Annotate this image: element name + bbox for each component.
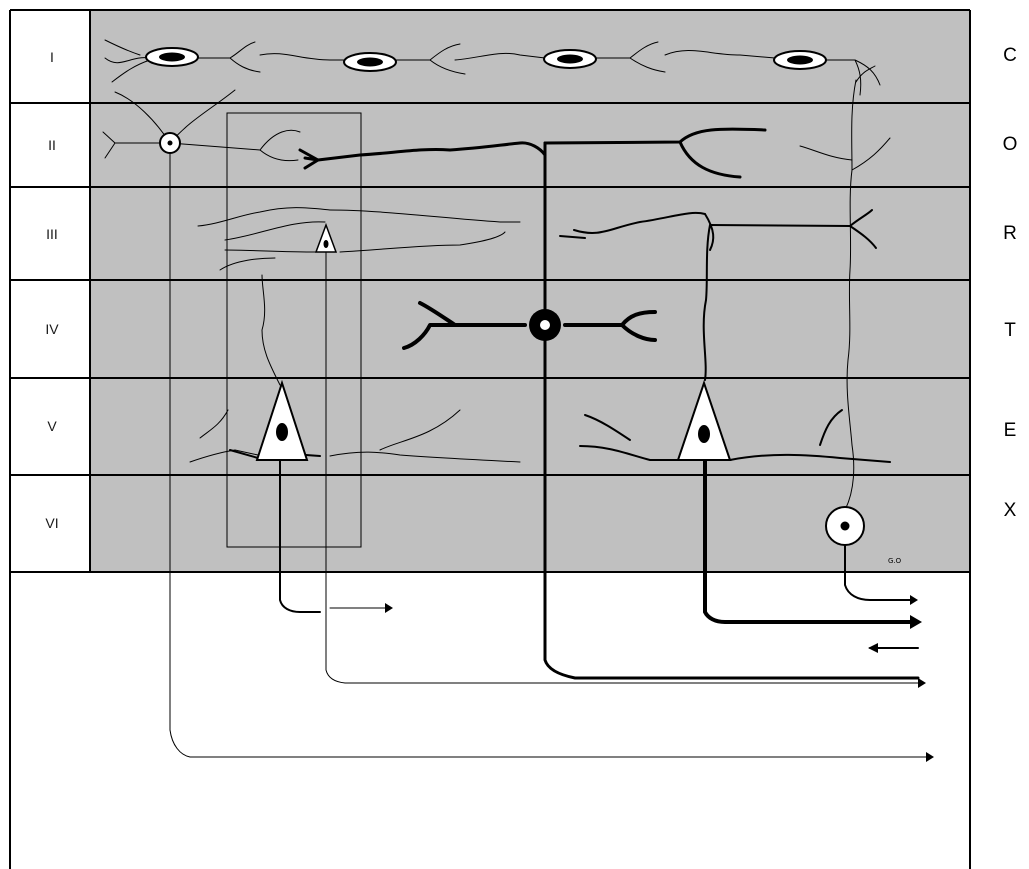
side-letter-o: O	[1003, 134, 1018, 155]
side-letter-e: E	[1004, 420, 1017, 441]
granule-cell-nucleus	[167, 140, 173, 146]
layer-V-pyramidal-left	[189, 379, 521, 613]
right-pyramidal-nucleus	[698, 425, 710, 443]
left-pyramidal-body	[255, 379, 309, 461]
layer-label-column	[10, 10, 90, 572]
side-letter-t: T	[1004, 320, 1016, 341]
small-pyramidal-nucleus	[323, 240, 329, 248]
horizontal-cell-nucleus-2	[357, 57, 383, 67]
layer-VI-cell	[799, 65, 918, 605]
layer-label-V: V	[47, 418, 57, 434]
horizontal-cell-nucleus-3	[557, 54, 583, 64]
layer-label-I: I	[50, 49, 54, 65]
layer-II-granule-cell	[102, 89, 934, 762]
layer-VI-cell-nucleus	[840, 521, 850, 531]
stellate-cell-nucleus	[540, 320, 550, 330]
horizontal-cell-nucleus-1	[159, 52, 185, 62]
small-pyramidal-body	[314, 222, 338, 253]
arrowhead-right-pyramidal-axon	[910, 615, 922, 629]
layer-label-IV: IV	[45, 321, 59, 337]
layer-I-horizontal-cells	[104, 39, 881, 96]
horizontal-cell-nucleus-4	[787, 55, 813, 65]
cortical-column-box	[226, 112, 362, 548]
arrowhead-granule-axon	[926, 752, 934, 762]
arrowhead-small-pyramidal-axon	[918, 678, 926, 688]
side-letter-c: C	[1003, 45, 1017, 66]
right-pyramidal-body	[676, 379, 732, 461]
arrowhead-stellate-input	[868, 643, 878, 653]
layer-III-small-pyramidal	[197, 207, 926, 688]
layer-IV-stellate-cell	[298, 127, 920, 680]
layer-label-III: III	[46, 226, 58, 242]
cortex-area	[90, 10, 970, 572]
layer-V-pyramidal-right	[559, 209, 922, 629]
layer-label-VI: VI	[45, 515, 58, 531]
layer-label-II: II	[48, 137, 56, 153]
side-letter-r: R	[1003, 223, 1017, 244]
author-signature: G.O	[888, 557, 902, 565]
arrowhead-layer-VI-axon	[910, 595, 918, 605]
arrowhead-left-pyramidal-axon	[385, 603, 393, 613]
side-letter-x: X	[1004, 500, 1017, 521]
left-pyramidal-nucleus	[276, 423, 288, 441]
